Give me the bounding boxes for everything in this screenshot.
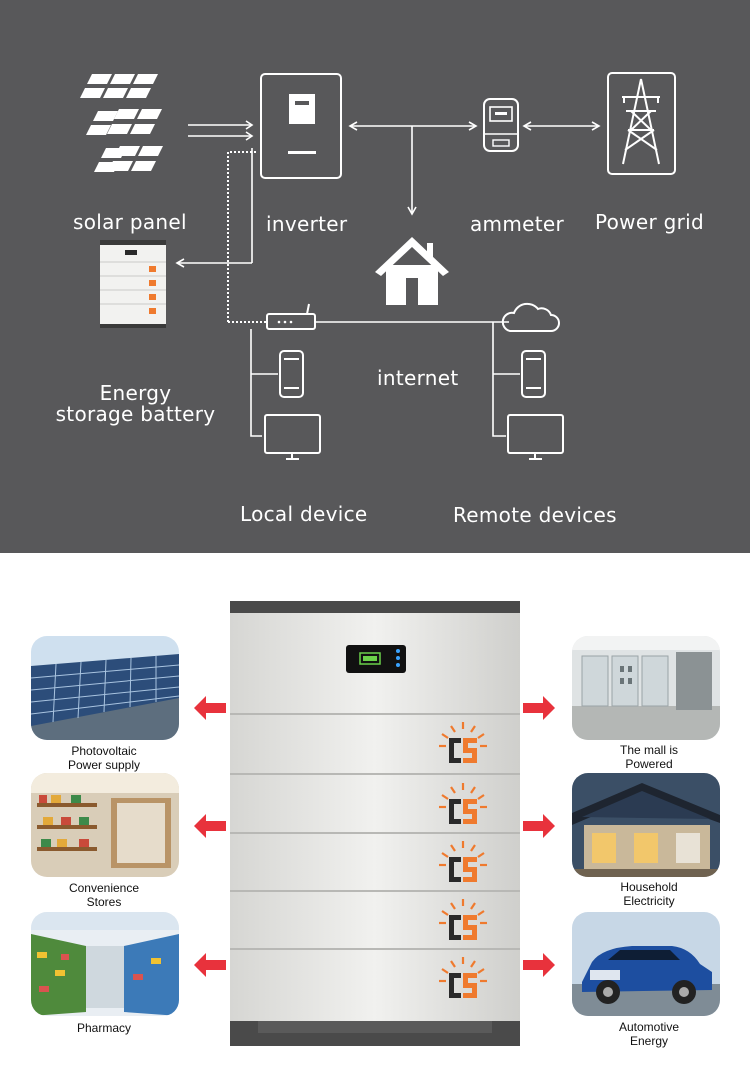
- power-grid-icon: [607, 72, 676, 175]
- automotive-image: [572, 912, 720, 1016]
- arrow-left-icon: [194, 814, 226, 838]
- system-diagram: [80, 72, 676, 460]
- cloud-icon: [501, 302, 560, 332]
- router-icon: [266, 303, 316, 330]
- mall-image: [572, 636, 720, 740]
- arrow-right-icon: [523, 953, 555, 977]
- ammeter-label: ammeter: [470, 212, 564, 236]
- local-device-label: Local device: [240, 502, 368, 526]
- pharmacy-image: [31, 912, 179, 1016]
- inverter-icon: [260, 73, 342, 179]
- local-monitor-icon: [264, 414, 321, 460]
- energy-storage-label-line2: storage battery: [55, 402, 216, 426]
- remote-phone-icon: [521, 350, 546, 398]
- remote-monitor-icon: [507, 414, 564, 460]
- local-phone-icon: [279, 350, 304, 398]
- connector-lines: [175, 120, 601, 437]
- battery-stack-image: [230, 601, 520, 1046]
- energy-storage-label-line1: Energy: [99, 381, 172, 405]
- arrow-left-icon: [194, 696, 226, 720]
- solar-panel-icon: [80, 74, 163, 172]
- photovoltaic-image: [31, 636, 179, 740]
- household-image: [572, 773, 720, 877]
- internet-label: internet: [377, 366, 459, 390]
- arrow-left-icon: [194, 953, 226, 977]
- convenience-store-image: [31, 773, 179, 877]
- ammeter-icon: [483, 98, 519, 152]
- remote-devices-label: Remote devices: [453, 503, 617, 527]
- battery-small-icon: [100, 240, 166, 328]
- house-icon: [375, 237, 449, 305]
- arrow-right-icon: [523, 814, 555, 838]
- inverter-label: inverter: [266, 212, 348, 236]
- power-grid-label: Power grid: [595, 210, 704, 234]
- solar-panel-label: solar panel: [73, 210, 187, 234]
- arrow-right-icon: [523, 696, 555, 720]
- pharmacy-caption: Pharmacy: [76, 1021, 132, 1035]
